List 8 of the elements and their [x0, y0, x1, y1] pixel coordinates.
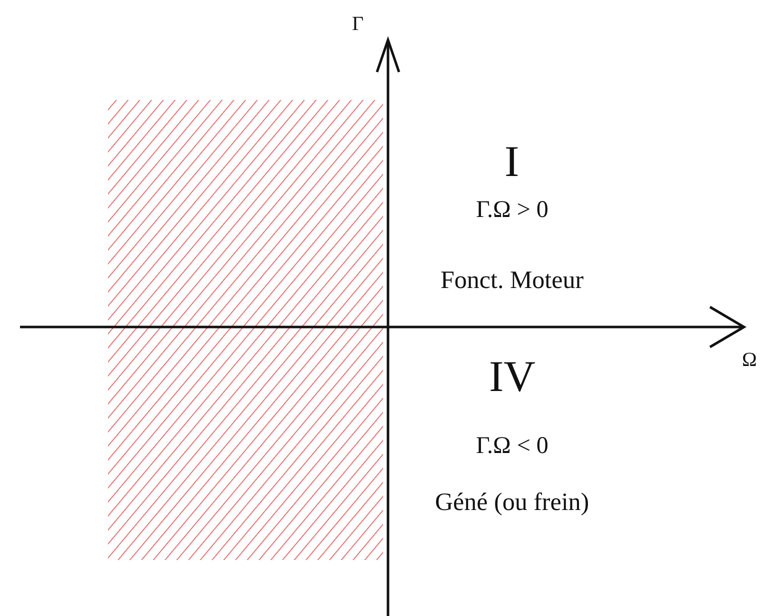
axis-label: Ω — [742, 350, 757, 370]
condition-label: Γ.Ω > 0 — [476, 198, 548, 222]
quadrant-number: IV — [489, 355, 536, 399]
mode-label: Fonct. Moteur — [440, 268, 584, 293]
quadrant-number: I — [504, 140, 520, 184]
mode-label: Géné (ou frein) — [435, 490, 590, 515]
axis-label: Γ — [352, 14, 364, 34]
condition-label: Γ.Ω < 0 — [476, 434, 548, 458]
